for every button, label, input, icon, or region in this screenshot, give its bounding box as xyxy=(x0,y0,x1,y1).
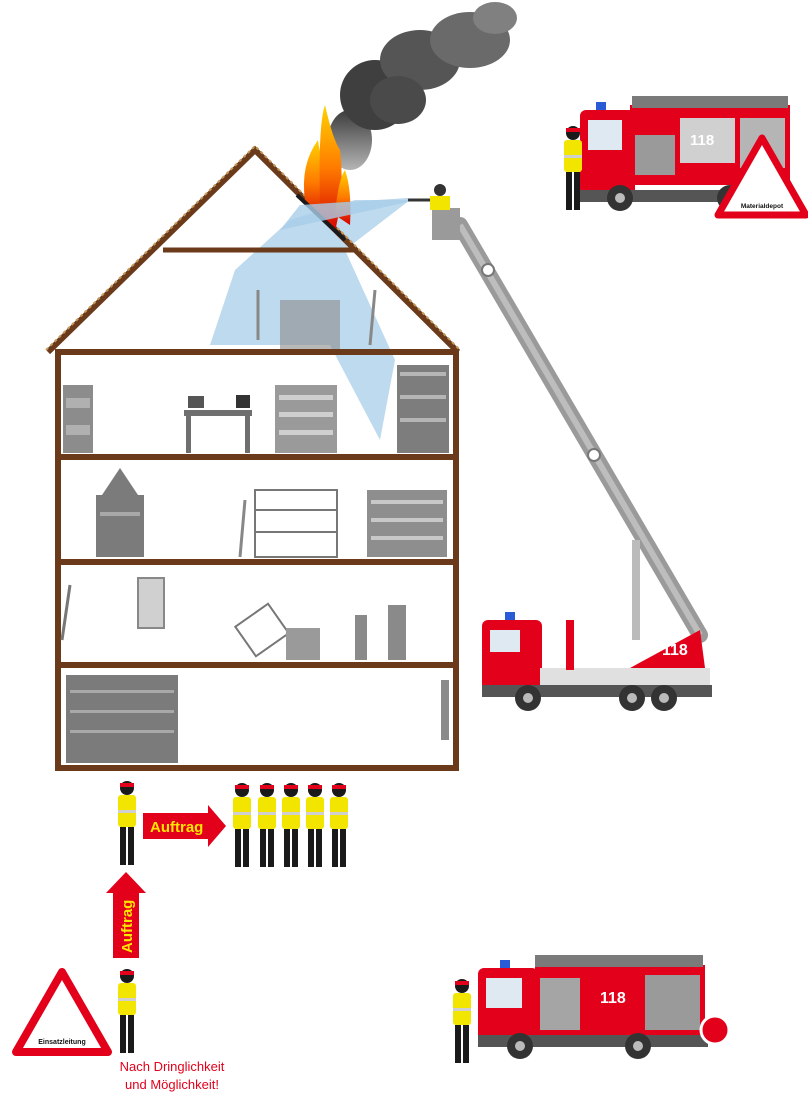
smoke-icon xyxy=(328,2,517,170)
firefighter-icon xyxy=(453,979,471,1063)
firefighter-icon xyxy=(564,126,582,210)
firefighter-icon xyxy=(282,783,300,867)
order-arrow-horizontal: Auftrag xyxy=(143,805,226,847)
order-arrow-vertical: Auftrag xyxy=(106,872,146,958)
truck-number-ladder: 118 xyxy=(662,642,688,659)
house-cross-section-icon xyxy=(46,146,460,768)
firefighter-icon xyxy=(258,783,276,867)
note-line-2: und Möglichkeit! xyxy=(92,1076,252,1094)
truck-number-bottom: 118 xyxy=(600,990,626,1007)
sign-command-label: Einsatzleitung xyxy=(38,1039,85,1046)
arrow-vertical-label: Auftrag xyxy=(119,900,136,953)
firefighter-icon xyxy=(306,783,324,867)
firefighter-icon xyxy=(330,783,348,867)
firefighter-icon xyxy=(233,783,251,867)
firefighter-icon xyxy=(118,781,136,865)
sign-material-label: Materialdepot xyxy=(741,203,784,210)
arrow-horizontal-label: Auftrag xyxy=(150,819,203,836)
firefighter-icon xyxy=(118,969,136,1053)
note-line-1: Nach Dringlichkeit xyxy=(92,1058,252,1076)
warning-triangle-icon: Einsatzleitung xyxy=(16,972,108,1052)
truck-number-top: 118 xyxy=(690,132,714,149)
fire-engine-icon: 118 xyxy=(478,955,729,1059)
priority-note: Nach Dringlichkeit und Möglichkeit! xyxy=(92,1058,252,1094)
